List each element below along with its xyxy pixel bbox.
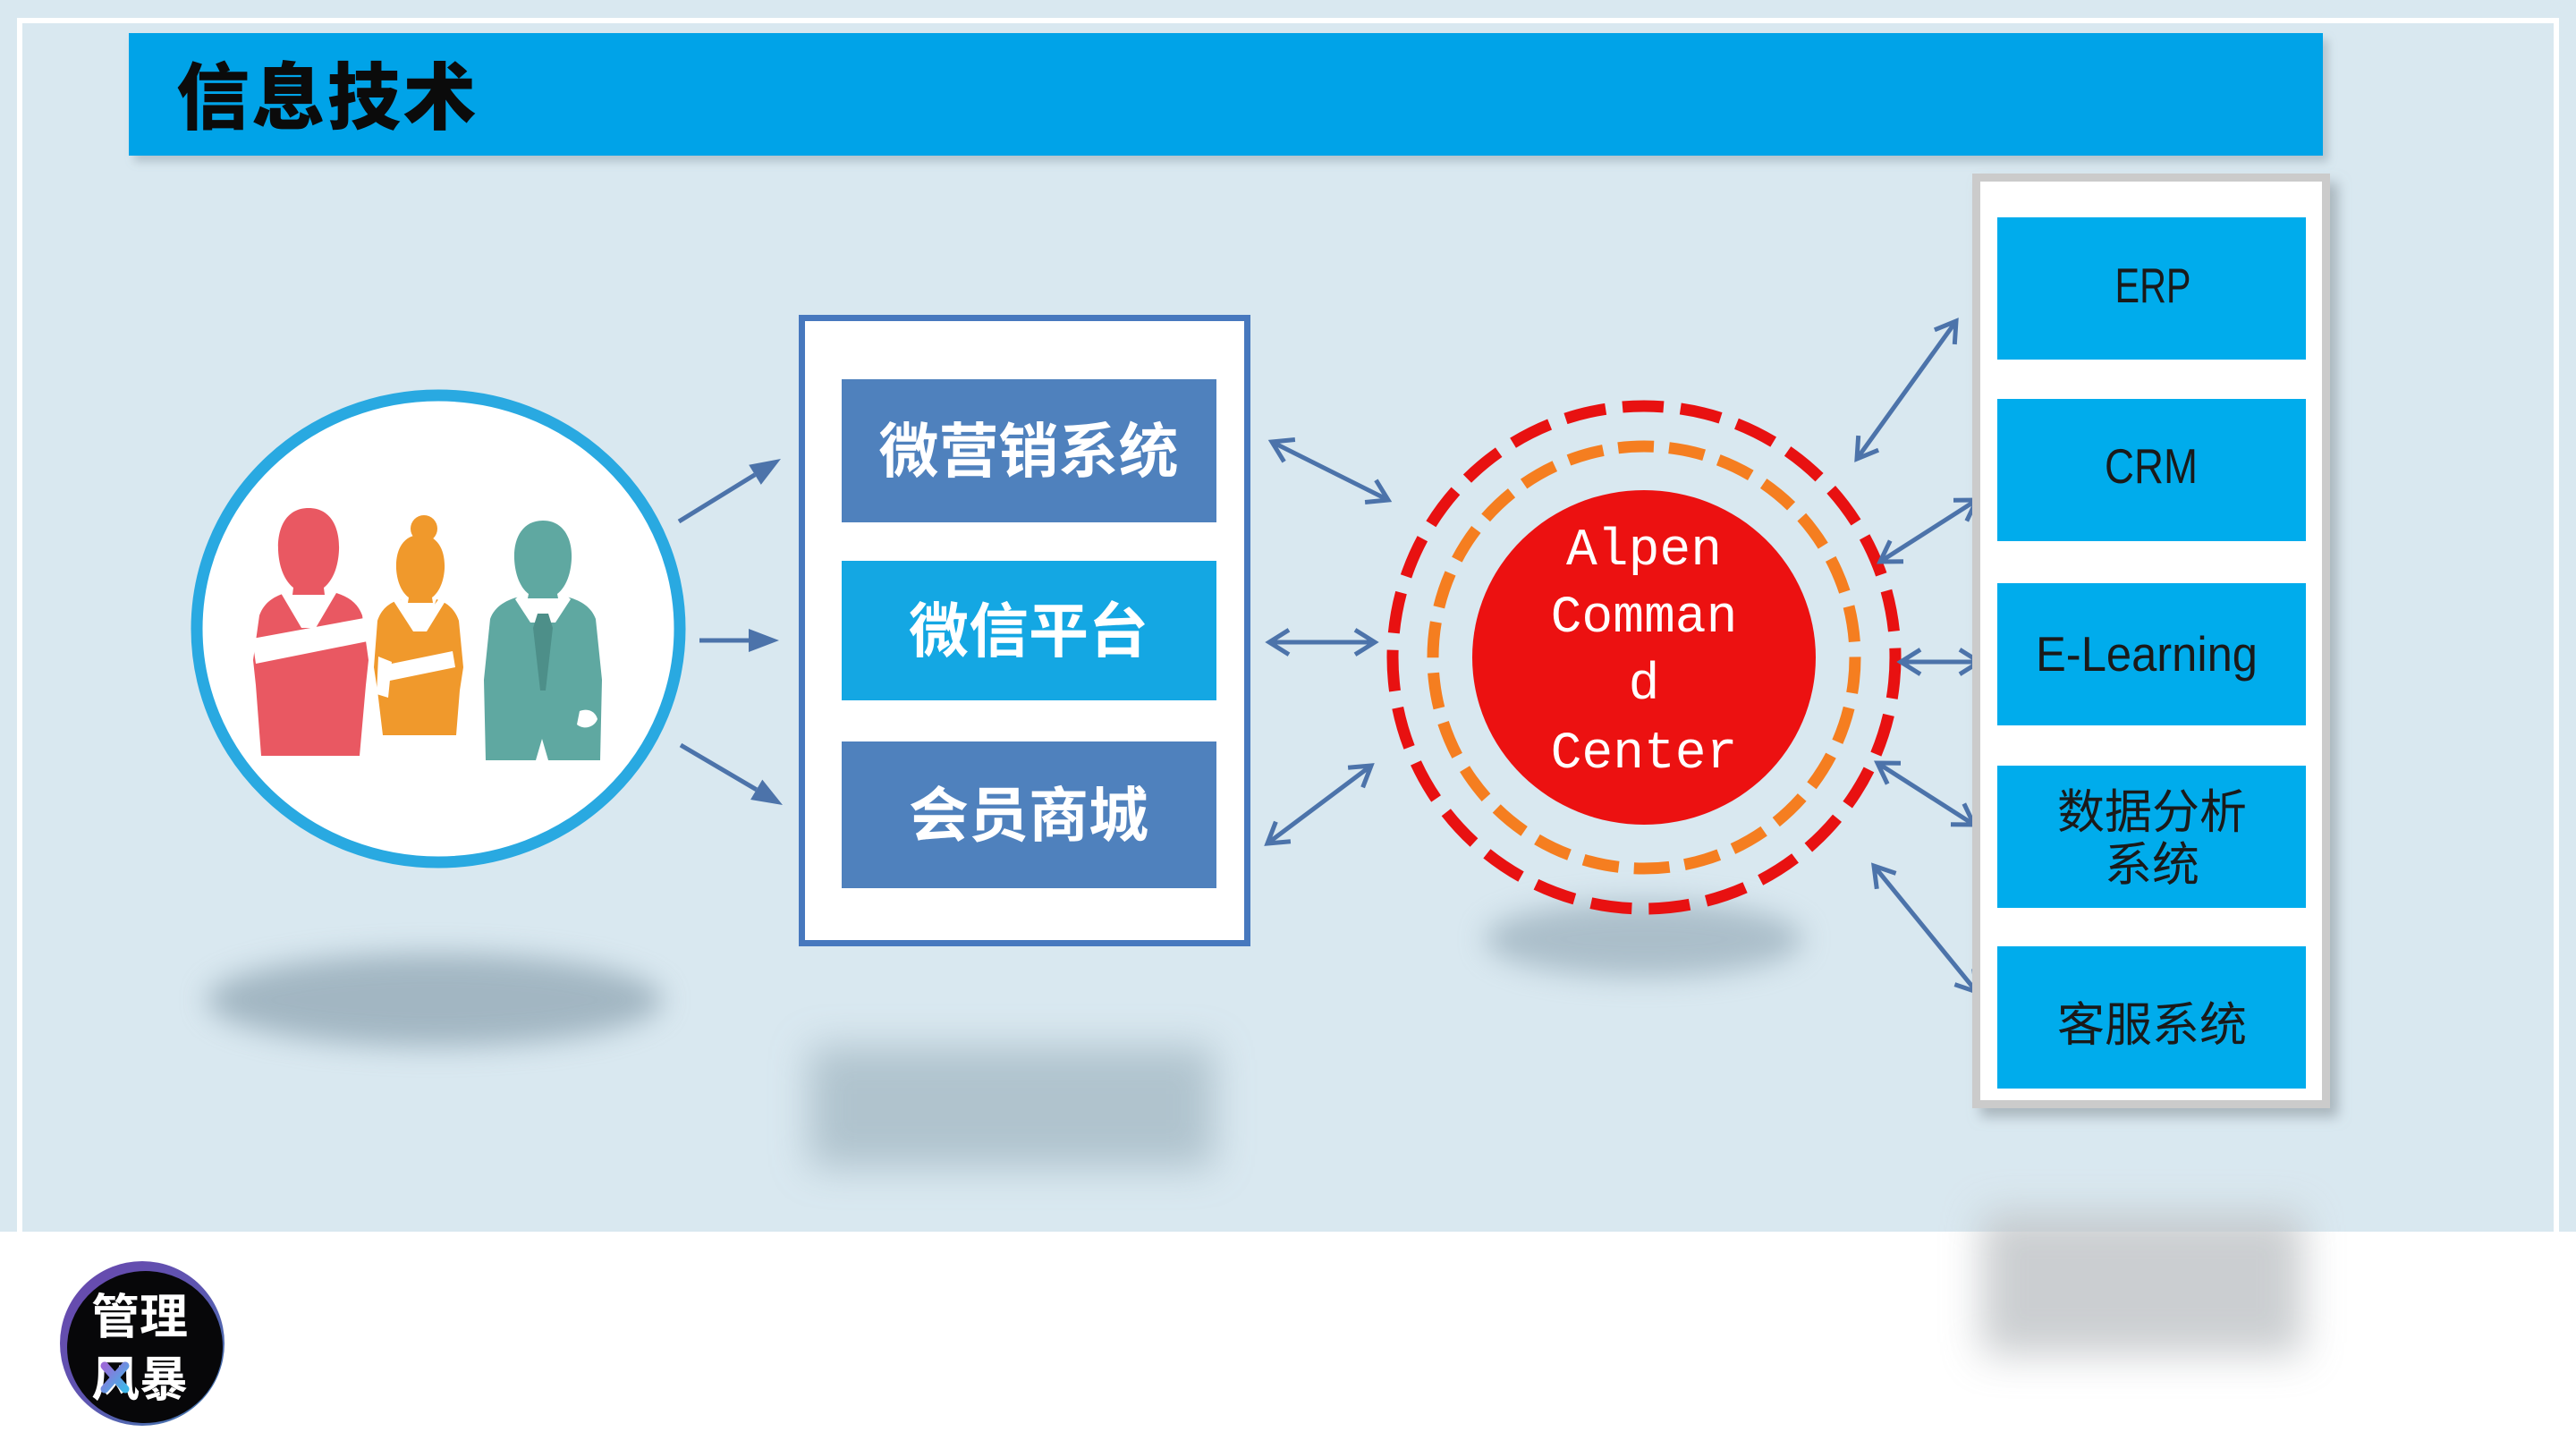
svg-text:Comman: Comman <box>1551 589 1738 648</box>
svg-text:Alpen: Alpen <box>1566 522 1722 580</box>
svg-text:E-Learning: E-Learning <box>2036 626 2258 682</box>
svg-text:ERP: ERP <box>2115 258 2191 313</box>
svg-text:d: d <box>1629 657 1660 715</box>
svg-text:CRM: CRM <box>2105 438 2198 494</box>
svg-text:Center: Center <box>1551 725 1738 784</box>
